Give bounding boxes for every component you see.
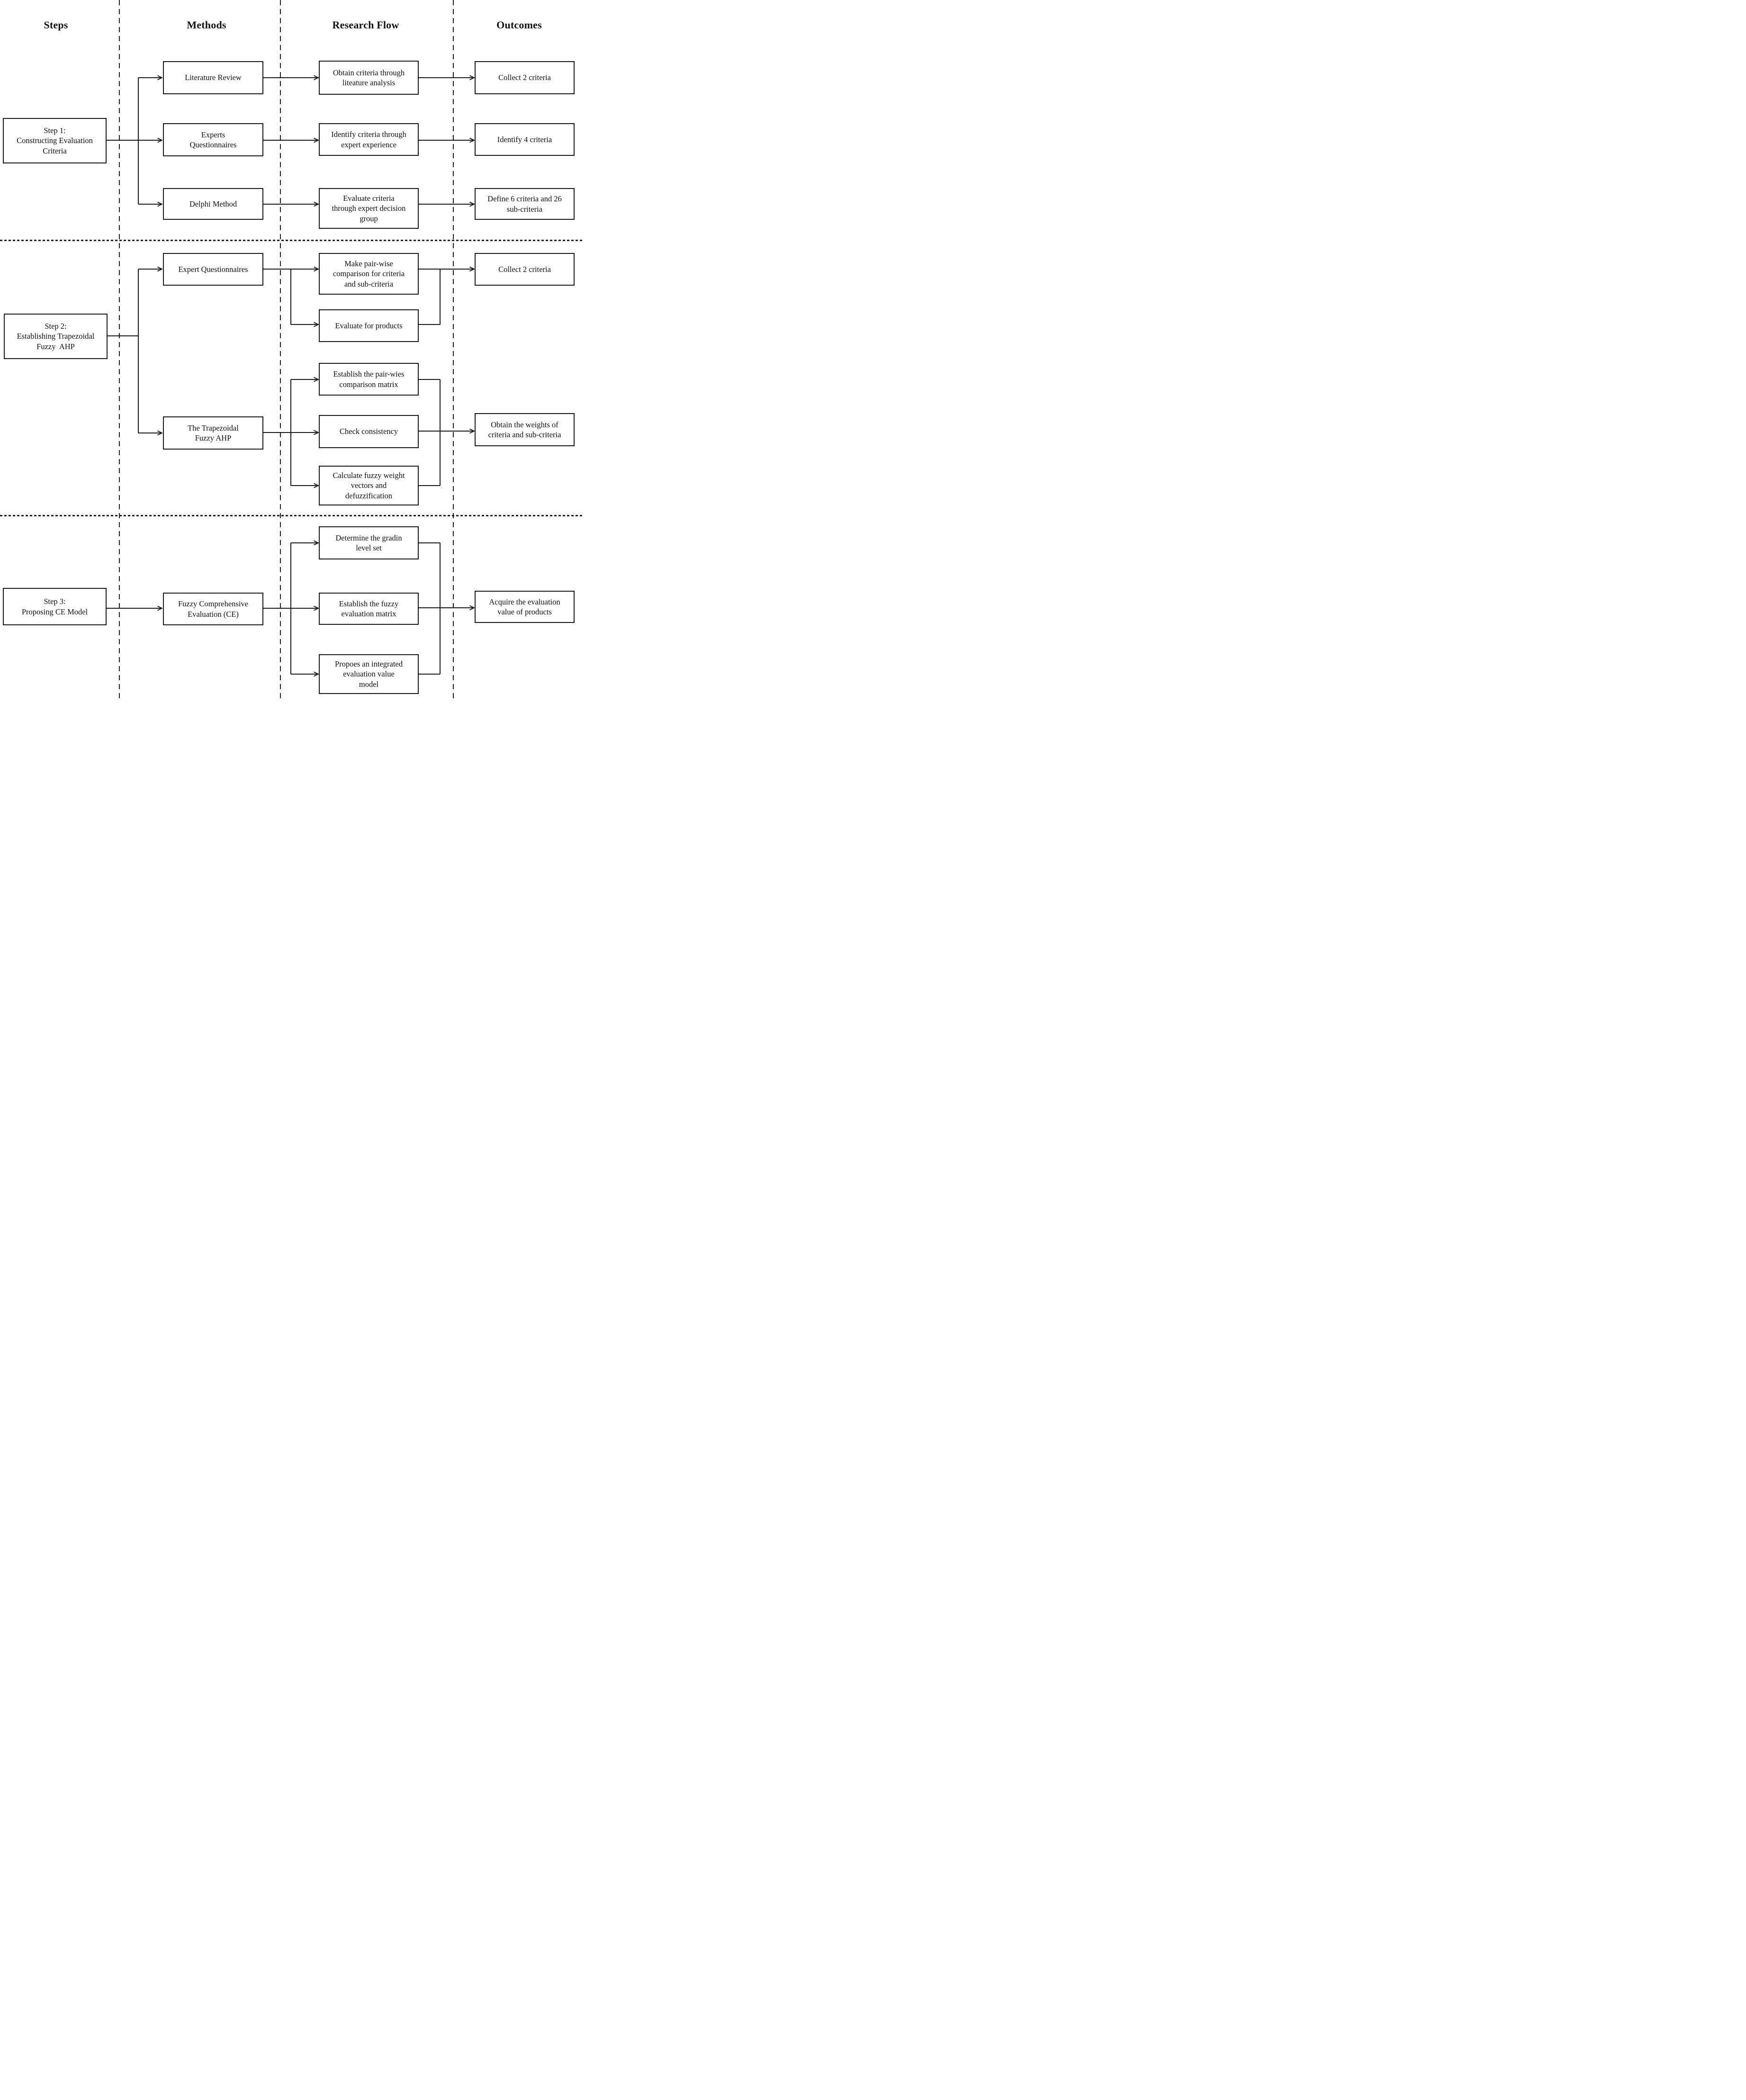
node-step-1: Step 1: Constructing Evaluation Criteria [3,118,107,163]
section-divider-2 [0,515,582,516]
column-header-outcomes: Outcomes [496,19,542,31]
node-propose-integrated-model: Propoes an integrated evaluation value m… [319,654,419,694]
node-collect-2-criteria: Collect 2 criteria [475,61,575,94]
node-step-2: Step 2: Establishing Trapezoidal Fuzzy A… [4,314,108,359]
column-divider-2 [280,0,281,700]
section-divider-1 [0,240,582,241]
node-calculate-fuzzy-weights: Calculate fuzzy weight vectors and defuz… [319,466,419,505]
node-trapezoidal-fuzzy-ahp: The Trapezoidal Fuzzy AHP [163,416,263,450]
node-determine-grading-level: Determine the gradin level set [319,526,419,559]
column-header-research-flow: Research Flow [332,19,399,31]
connector-lines [107,0,582,700]
node-identify-criteria: Identify criteria through expert experie… [319,123,419,156]
node-expert-questionnaires-2: Expert Questionnaires [163,253,263,286]
column-header-methods: Methods [187,19,226,31]
node-establish-fuzzy-matrix: Establish the fuzzy evaluation matrix [319,593,419,625]
node-acquire-evaluation-value: Acquire the evaluation value of products [475,591,575,623]
node-collect-2-criteria-2: Collect 2 criteria [475,253,575,286]
column-header-steps: Steps [44,19,68,31]
node-experts-questionnaires: Experts Questionnaires [163,123,263,156]
node-evaluate-criteria: Evaluate criteria through expert decisio… [319,188,419,229]
node-delphi-method: Delphi Method [163,188,263,220]
node-make-pairwise-comparison: Make pair-wise comparison for criteria a… [319,253,419,295]
node-identify-4-criteria: Identify 4 criteria [475,123,575,156]
column-divider-1 [119,0,120,700]
node-step-3: Step 3: Proposing CE Model [3,588,107,625]
node-literature-review: Literature Review [163,61,263,94]
node-evaluate-for-products: Evaluate for products [319,309,419,342]
column-divider-3 [453,0,454,700]
node-fuzzy-comprehensive-evaluation: Fuzzy Comprehensive Evaluation (CE) [163,593,263,625]
node-obtain-weights: Obtain the weights of criteria and sub-c… [475,413,575,446]
node-establish-pairwise-matrix: Establish the pair-wies comparison matri… [319,363,419,396]
node-define-6-criteria: Define 6 criteria and 26 sub-criteria [475,188,575,220]
node-check-consistency: Check consistency [319,415,419,448]
node-obtain-criteria: Obtain criteria through liteature analys… [319,61,419,95]
flowchart-canvas: Steps Methods Research Flow Outcomes [0,0,582,700]
